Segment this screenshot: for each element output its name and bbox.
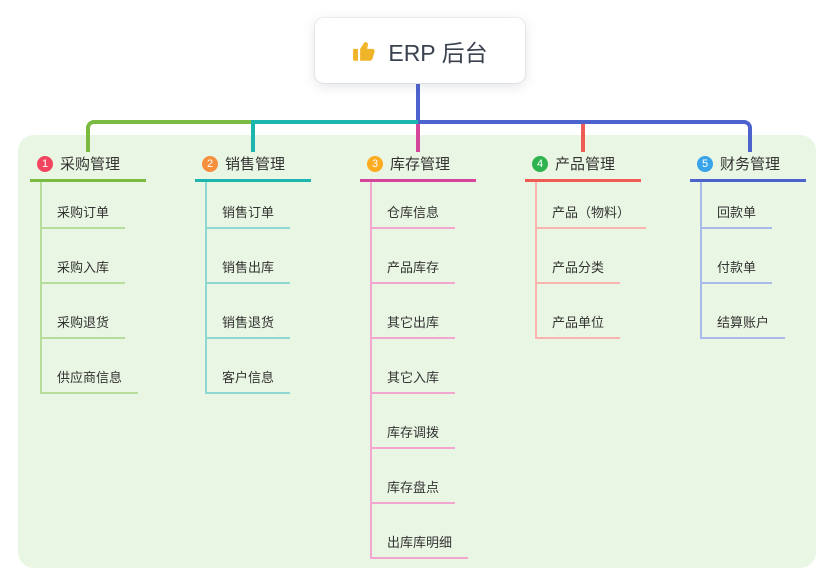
connector-branch-finance [418,120,752,152]
sub-item[interactable]: 采购退货 [40,307,126,339]
connector-branch-inventory [416,124,420,152]
branch-number-badge: 3 [367,155,383,172]
branch-header-product[interactable]: 4 产品管理 [525,152,641,182]
sub-item[interactable]: 采购订单 [40,197,126,229]
branch-header-inventory[interactable]: 3 库存管理 [360,152,476,182]
sub-item[interactable]: 出库库明细 [370,527,469,559]
sub-item[interactable]: 其它出库 [370,307,456,339]
connector-branch-product [581,124,585,152]
branch-inventory: 3 库存管理 仓库信息产品库存其它出库其它入库库存调拨库存盘点出库库明细 [360,152,476,559]
branch-sales: 2 销售管理 销售订单销售出库销售退货客户信息 [195,152,311,394]
connector-branch-purchase [86,120,255,152]
sub-item[interactable]: 销售退货 [205,307,291,339]
branch-label: 采购管理 [60,156,121,173]
sub-item[interactable]: 销售出库 [205,252,291,284]
branch-spine-line [535,182,537,339]
branch-header-sales[interactable]: 2 销售管理 [195,152,311,182]
branches-panel [18,135,816,568]
sub-item[interactable]: 销售订单 [205,197,291,229]
branch-number-badge: 5 [697,155,713,172]
sub-item[interactable]: 其它入库 [370,362,456,394]
branch-spine-line [370,182,372,559]
sub-item[interactable]: 回款单 [700,197,773,229]
branch-header-purchase[interactable]: 1 采购管理 [30,152,146,182]
sub-item[interactable]: 客户信息 [205,362,291,394]
sub-item[interactable]: 仓库信息 [370,197,456,229]
connector-branch-sales [251,120,418,152]
sub-item[interactable]: 采购入库 [40,252,126,284]
root-label: ERP 后台 [388,39,488,66]
thumbs-up-icon [352,38,378,64]
branch-header-finance[interactable]: 5 财务管理 [690,152,806,182]
branch-label: 库存管理 [390,156,451,173]
branch-purchase: 1 采购管理 采购订单采购入库采购退货供应商信息 [30,152,146,394]
sub-item[interactable]: 库存调拨 [370,417,456,449]
branch-spine-line [700,182,702,339]
branch-number-badge: 4 [532,155,548,172]
sub-item[interactable]: 付款单 [700,252,773,284]
branch-label: 销售管理 [225,156,286,173]
sub-item[interactable]: 产品单位 [535,307,621,339]
branch-number-badge: 1 [37,155,53,172]
branch-label: 产品管理 [555,156,616,173]
sub-item[interactable]: 产品库存 [370,252,456,284]
root-node[interactable]: ERP 后台 [315,18,525,83]
sub-item[interactable]: 产品（物料） [535,197,647,229]
sub-item[interactable]: 产品分类 [535,252,621,284]
branch-product: 4 产品管理 产品（物料） 产品分类产品单位 [525,152,647,339]
connector-root-line [416,83,420,124]
branch-spine-line [205,182,207,394]
sub-item[interactable]: 库存盘点 [370,472,456,504]
branch-label: 财务管理 [720,156,781,173]
sub-item[interactable]: 结算账户 [700,307,786,339]
branch-spine-line [40,182,42,394]
sub-item[interactable]: 供应商信息 [40,362,139,394]
branch-finance: 5 财务管理 回款单付款单结算账户 [690,152,806,339]
branch-number-badge: 2 [202,155,218,172]
